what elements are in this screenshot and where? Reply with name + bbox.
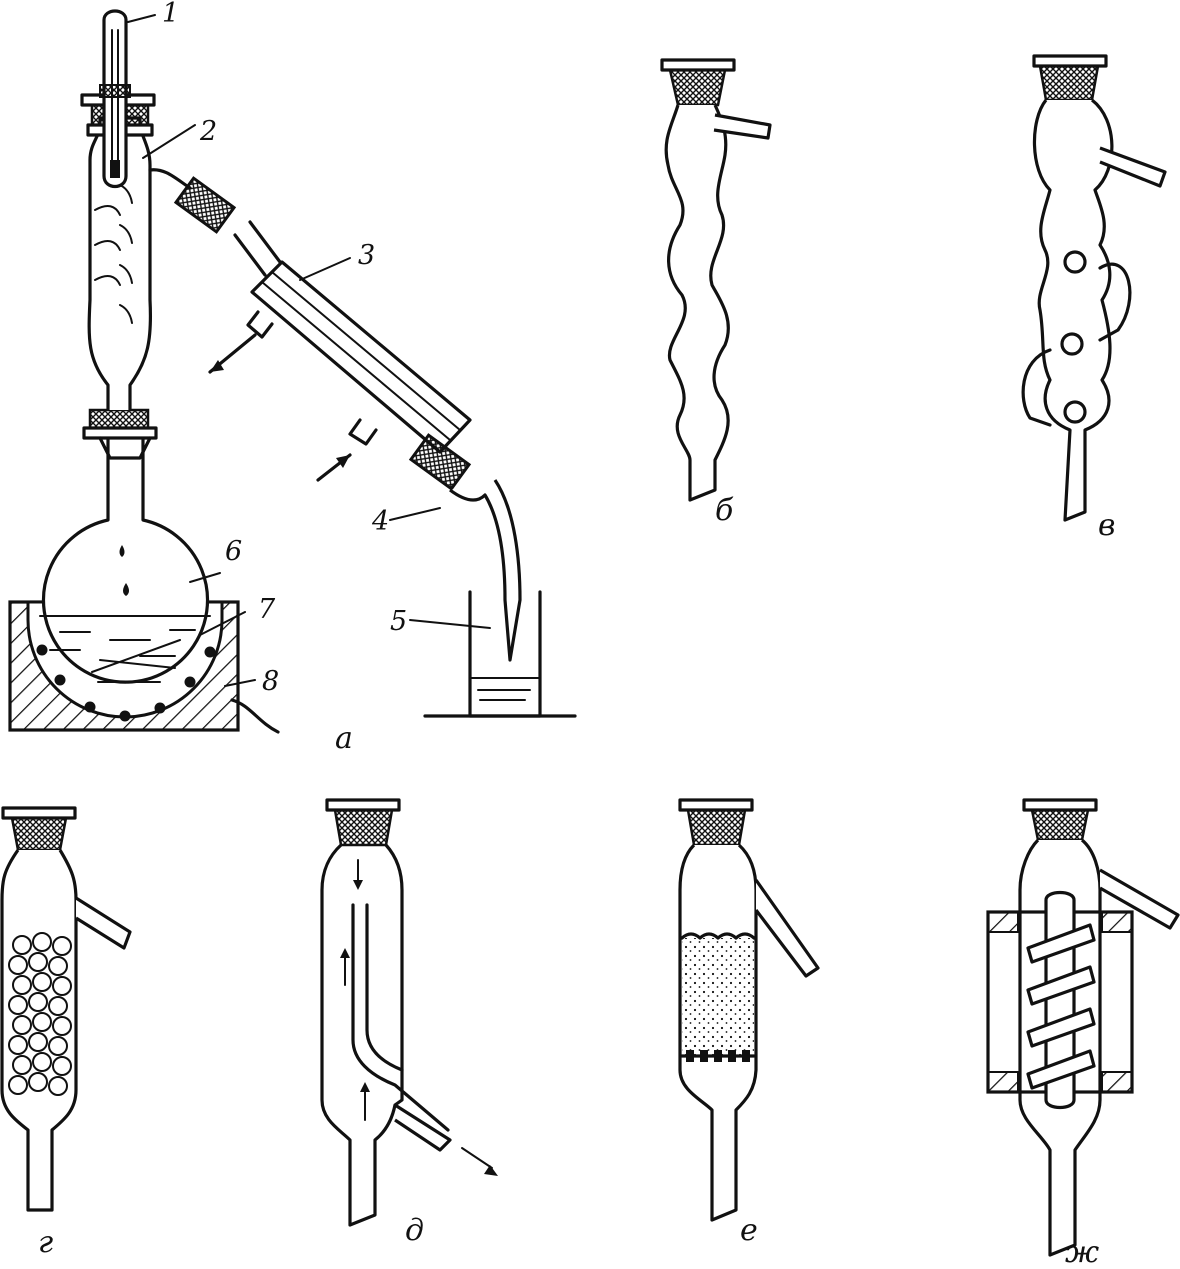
panel-label-e: е — [740, 1213, 758, 1248]
column-e: е — [678, 798, 820, 1248]
flask-joint — [82, 408, 158, 460]
label-receiver: 5 — [390, 606, 407, 637]
condenser-joint — [173, 176, 237, 234]
panel-label-a: а — [335, 721, 353, 756]
spiral-coil — [1026, 923, 1096, 1090]
label-condenser: 3 — [358, 240, 375, 271]
liebig-condenser — [208, 220, 472, 482]
label-adapter: 4 — [371, 506, 389, 537]
adapter — [449, 479, 522, 662]
label-column-top: 2 — [199, 116, 217, 147]
label-heater: 8 — [262, 666, 279, 697]
leader-lines — [127, 14, 491, 687]
heating-coil — [36, 644, 216, 722]
panel-label-zh: ж — [1065, 1235, 1099, 1269]
label-thermometer: 1 — [162, 0, 179, 29]
panel-label-g: г — [38, 1225, 53, 1260]
column-g: г — [0, 806, 132, 1260]
panel-label-v: в — [1098, 508, 1115, 543]
adapter-joint — [408, 433, 472, 491]
panel-label-b: б — [715, 493, 734, 528]
support-grid — [686, 1050, 750, 1062]
side-arm — [148, 168, 192, 190]
column-d: д — [320, 798, 498, 1248]
column-v: в — [1021, 54, 1167, 543]
round-bottom-flask — [39, 437, 211, 684]
glass-beads — [8, 932, 72, 1096]
distillation-setup: 1 2 3 4 5 6 7 8 а — [8, 0, 577, 756]
label-boiling-chips: 7 — [258, 594, 276, 625]
column-zh: ж — [986, 798, 1180, 1269]
panel-label-d: д — [405, 1213, 424, 1248]
receiver-cylinder — [423, 590, 577, 718]
label-flask: 6 — [225, 536, 242, 567]
column-b: б — [660, 58, 772, 528]
thermometer — [99, 9, 131, 189]
